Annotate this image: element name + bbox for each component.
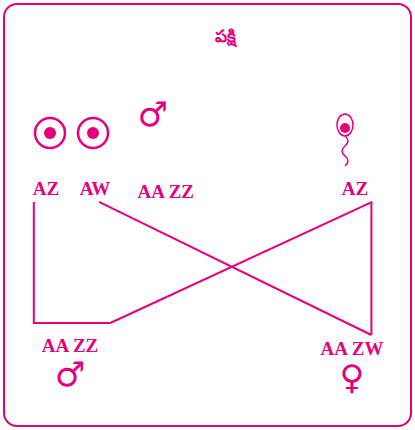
sperm-cell xyxy=(337,114,353,166)
offspring-node: AA ZW♀ xyxy=(319,338,386,396)
inheritance-line xyxy=(110,202,372,323)
sex-symbol: ♀ xyxy=(340,360,365,396)
sperm-head xyxy=(337,114,353,136)
genotype-text: AA ZZ xyxy=(42,335,99,357)
egg-cell xyxy=(35,118,65,148)
inheritance-line xyxy=(34,202,110,323)
genotype-text: AZ xyxy=(342,178,368,200)
genotype-label: AA ZZ xyxy=(138,181,415,203)
genotype-text: AZ xyxy=(33,178,59,200)
gamete-node: AZ xyxy=(340,178,370,200)
sex-symbol: ♂ xyxy=(138,97,415,133)
frame-border xyxy=(4,4,411,426)
egg-nucleus xyxy=(44,127,56,139)
egg-outline xyxy=(78,118,108,148)
egg-cell xyxy=(78,118,108,148)
sperm-tail xyxy=(342,136,348,166)
gamete-node: AW xyxy=(78,178,113,200)
egg-nucleus xyxy=(87,127,99,139)
offspring-node: AA ZZ♂ xyxy=(40,335,101,393)
egg-outline xyxy=(35,118,65,148)
diagram-title: పక్షి xyxy=(215,25,236,47)
gamete-node: AZ xyxy=(31,178,61,200)
sperm-nucleus xyxy=(340,123,350,133)
genotype-text: AW xyxy=(80,178,111,200)
sex-symbol: ♀ xyxy=(0,39,278,75)
inheritance-line xyxy=(99,202,371,335)
inheritance-line xyxy=(370,202,372,335)
sex-symbol: ♂ xyxy=(55,357,85,393)
genotype-text: AA ZW xyxy=(321,338,384,360)
